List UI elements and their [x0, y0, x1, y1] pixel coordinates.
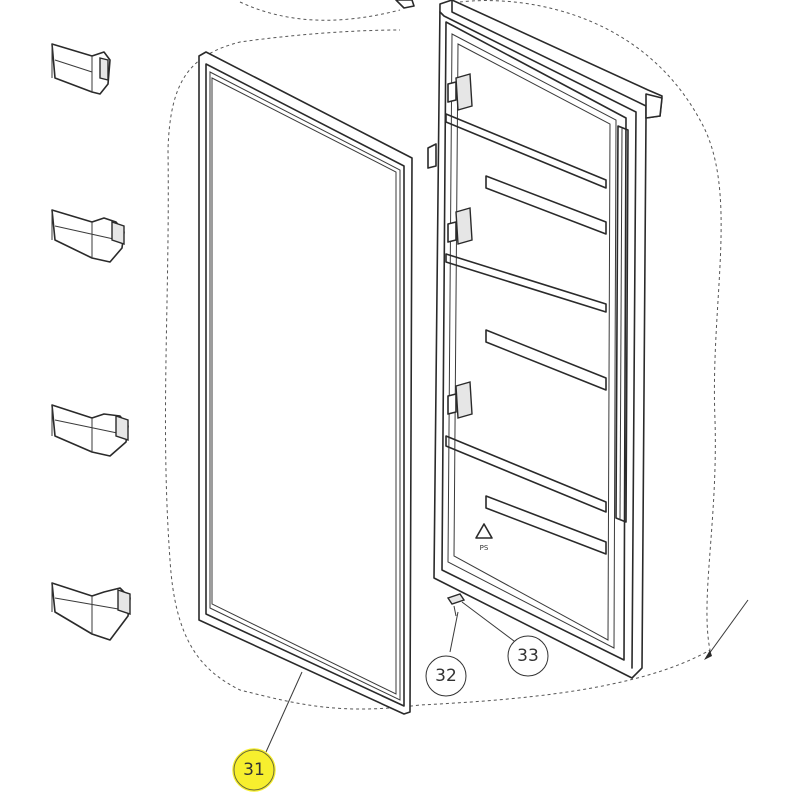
leader-line-31 [265, 671, 303, 753]
door-stopper-part [446, 593, 466, 617]
door-gasket [198, 51, 413, 715]
callout-31: 31 [232, 748, 276, 792]
recycling-mark: PS [475, 523, 493, 552]
callout-32: 32 [425, 655, 467, 697]
callout-label-32: 32 [435, 666, 457, 686]
assembly-group-outline [164, 0, 722, 710]
leader-line-33 [461, 601, 519, 645]
door-shelf-2 [51, 209, 125, 263]
callout-label-31: 31 [243, 760, 265, 780]
callout-33: 33 [507, 635, 549, 677]
door-shelf-1 [51, 43, 111, 95]
fridge-door [427, 0, 663, 679]
callout-label-33: 33 [517, 646, 539, 666]
top-shelf-fragment [395, 0, 415, 9]
leader-line-right [705, 599, 749, 659]
recycling-code: PS [480, 544, 489, 552]
door-shelf-4 [51, 582, 131, 641]
leader-arrowhead-right [704, 650, 712, 660]
leader-line-32 [449, 611, 459, 653]
door-shelf-3 [51, 404, 129, 457]
